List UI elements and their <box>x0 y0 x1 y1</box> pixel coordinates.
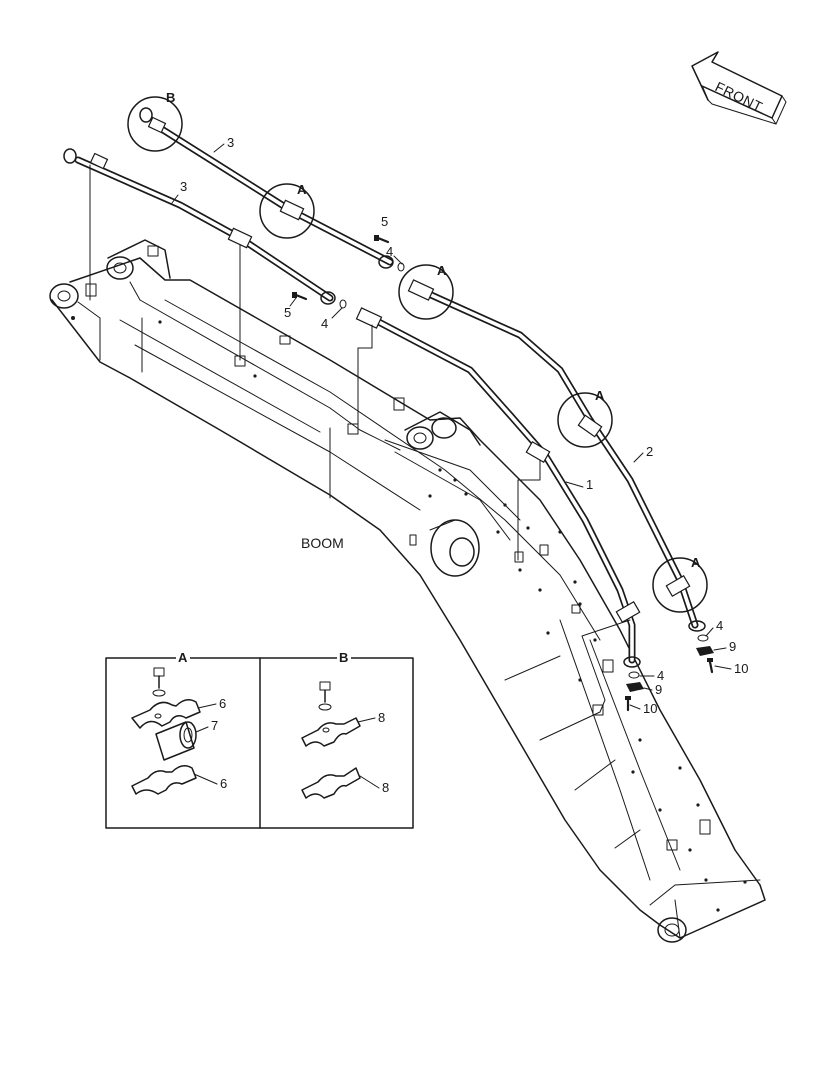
detail-a-part-bot: 6 <box>220 776 227 791</box>
svg-text:A: A <box>595 388 605 403</box>
callout-flange9-a: 9 <box>729 639 736 654</box>
boom-label: BOOM <box>301 535 344 551</box>
detail-a-part-top: 6 <box>219 696 226 711</box>
circle-a-2: A <box>398 263 454 320</box>
detail-a-part-mid: 7 <box>211 718 218 733</box>
callout-bolt10-a: 10 <box>734 661 748 676</box>
svg-text:A: A <box>691 555 701 570</box>
front-arrow: FRONT <box>691 51 787 125</box>
callout-flange9-b: 9 <box>655 682 662 697</box>
callout-seal4-d: 4 <box>657 668 664 683</box>
circle-b-top: B <box>127 90 183 152</box>
detail-b-parts: 8 8 <box>301 681 389 799</box>
callout-seal4-b: 4 <box>321 316 328 331</box>
detail-b-part-top: 8 <box>378 710 385 725</box>
support-leaders <box>89 164 631 713</box>
detail-b-part-bot: 8 <box>382 780 389 795</box>
pipe-clamps <box>89 116 691 624</box>
boom-structure <box>49 239 766 943</box>
svg-text:B: B <box>166 90 175 105</box>
callout-bolt10-b: 10 <box>643 701 657 716</box>
pipe-3-upper <box>156 124 394 266</box>
circle-a-3: A <box>557 388 613 448</box>
callouts: 3 3 5 4 5 4 2 1 4 9 10 4 9 10 BOOM <box>171 135 748 716</box>
callout-pipe1: 1 <box>586 477 593 492</box>
callout-pipe3-lower: 3 <box>180 179 187 194</box>
svg-text:A: A <box>297 182 307 197</box>
callout-bolt5-b: 5 <box>284 305 291 320</box>
pipe-3-lower <box>74 156 334 302</box>
pipe-1 <box>371 316 636 664</box>
detail-box: A B <box>105 650 414 829</box>
callout-seal4-c: 4 <box>716 618 723 633</box>
hardware-upper <box>292 235 405 309</box>
svg-text:A: A <box>437 263 447 278</box>
callout-seal4-a: 4 <box>386 244 393 259</box>
circle-a-1: A <box>259 182 315 239</box>
hardware-lower <box>625 634 714 712</box>
pipe-end-fittings <box>63 107 706 668</box>
callout-bolt5-a: 5 <box>381 214 388 229</box>
detail-b-title: B <box>339 650 348 665</box>
callout-pipe3-upper: 3 <box>227 135 234 150</box>
circle-a-4: A <box>652 555 708 613</box>
detail-a-title: A <box>178 650 188 665</box>
detail-a-parts: 6 7 6 <box>131 667 227 795</box>
callout-pipe2: 2 <box>646 444 653 459</box>
